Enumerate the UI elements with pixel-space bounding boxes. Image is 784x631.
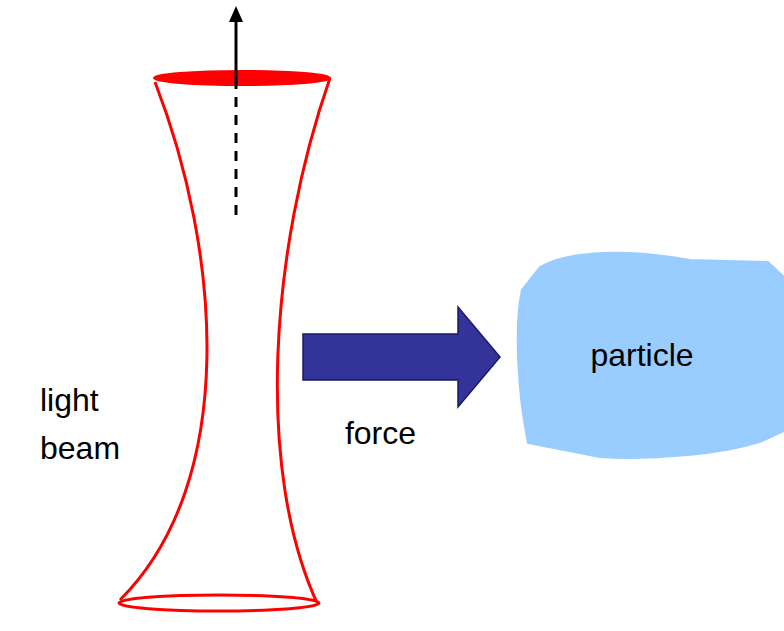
beam-outline — [30, 0, 303, 620]
propagation-arrow — [235, 18, 238, 84]
beam-label: light beam — [40, 376, 152, 472]
beam-edge — [120, 82, 207, 600]
beam-bottom — [119, 595, 319, 611]
force-arrow — [303, 307, 500, 407]
particle-blob: particle — [500, 245, 784, 465]
force-label: force — [345, 409, 416, 457]
beam-axis — [235, 84, 238, 215]
particle-shape — [518, 253, 784, 458]
light-beam: light beam — [30, 0, 303, 620]
particle-label: particle — [590, 331, 693, 379]
propagation-arrowhead — [229, 6, 243, 22]
beam-edge — [277, 78, 330, 605]
beam-top — [154, 71, 330, 85]
